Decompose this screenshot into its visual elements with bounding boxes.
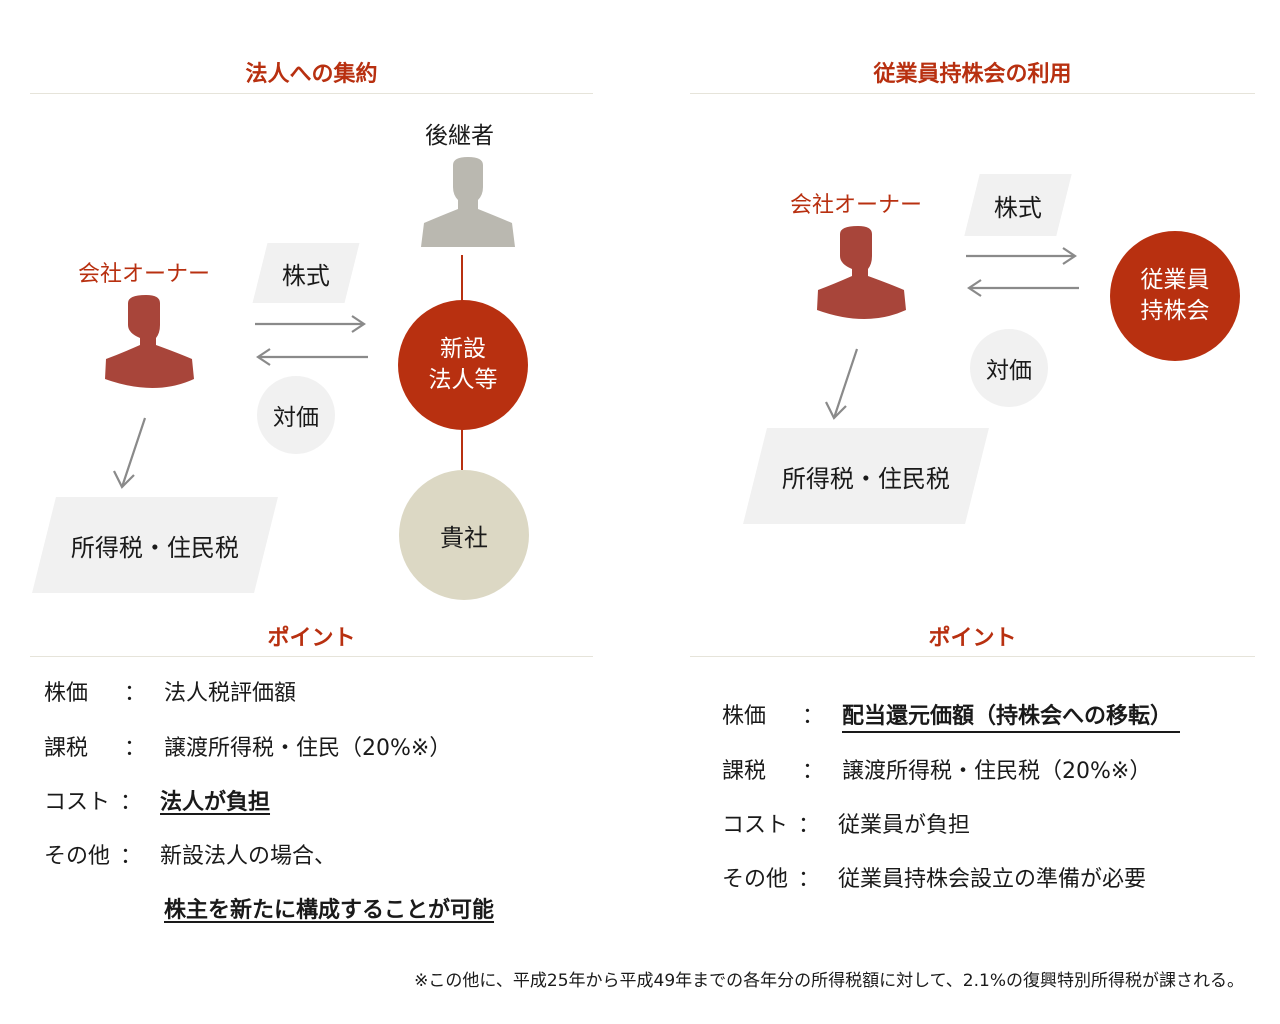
company-label: 貴社 — [440, 523, 488, 552]
point-value-emphasis: 法人が負担 — [160, 790, 271, 815]
arrow-left-icon — [967, 279, 1079, 297]
point-key: 課税 — [722, 759, 767, 784]
consideration-circle: 対価 — [257, 376, 335, 454]
shares-label: 株式 — [994, 193, 1042, 222]
point-value: 譲渡所得税・住民税（20%※） — [842, 759, 1152, 784]
consideration-label: 対価 — [986, 358, 1032, 384]
point-key: コスト — [44, 790, 111, 815]
point-value-emphasis: 配当還元価額（持株会への移転） — [842, 698, 1181, 733]
point-value: 新設法人の場合、 — [160, 844, 337, 869]
point-key: その他 — [44, 844, 111, 869]
point-colon: ： — [120, 790, 143, 815]
company-circle: 貴社 — [399, 470, 529, 600]
owner-label: 会社オーナー — [78, 262, 211, 287]
left-panel-title: 法人への集約 — [245, 62, 378, 87]
owner-label: 会社オーナー — [790, 193, 923, 218]
point-colon: ： — [802, 759, 825, 784]
point-key: コスト — [722, 813, 789, 838]
connector-line-bottom — [461, 425, 463, 470]
point-value: 譲渡所得税・住民（20%※） — [164, 736, 452, 761]
tax-label: 所得税・住民税 — [782, 464, 950, 493]
tax-arrow-down-icon — [825, 348, 859, 420]
tax-box: 所得税・住民税 — [32, 497, 278, 593]
left-points-title: ポイント — [267, 626, 356, 651]
point-value: 従業員が負担 — [838, 813, 971, 838]
shares-label: 株式 — [282, 261, 330, 290]
arrow-left-icon — [256, 348, 368, 366]
point-key: 株価 — [722, 704, 767, 729]
employee-stock-association-circle: 従業員 持株会 — [1110, 231, 1240, 361]
point-key: 課税 — [44, 736, 89, 761]
point-colon: ： — [120, 844, 143, 869]
arrows-exchange — [966, 247, 1079, 297]
shares-box: 株式 — [252, 243, 360, 303]
point-colon: ： — [124, 681, 147, 706]
new-corporation-circle: 新設 法人等 — [398, 300, 528, 430]
left-title-divider — [30, 93, 593, 94]
point-colon: ： — [124, 736, 147, 761]
footnote: ※この他に、平成25年から平成49年までの各年分の所得税額に対して、2.1%の復… — [414, 971, 1244, 991]
left-point-continuation: 株主を新たに構成することが可能 — [164, 898, 495, 923]
successor-person-icon — [421, 157, 515, 247]
point-value: 法人税評価額 — [164, 681, 297, 706]
point-colon: ： — [802, 704, 825, 729]
arrow-right-icon — [255, 315, 366, 333]
esop-label-line1: 従業員 — [1140, 266, 1210, 293]
point-colon: ： — [798, 867, 821, 892]
esop-label-line2: 持株会 — [1140, 298, 1210, 324]
point-colon: ： — [798, 813, 821, 838]
consideration-label: 対価 — [273, 405, 319, 431]
arrows-exchange — [255, 315, 368, 366]
connector-line-top — [461, 255, 463, 305]
tax-label: 所得税・住民税 — [71, 533, 239, 562]
right-points-title: ポイント — [928, 626, 1017, 651]
shares-box: 株式 — [964, 174, 1072, 236]
owner-person-icon — [817, 226, 906, 319]
right-panel-title: 従業員持株会の利用 — [873, 62, 1072, 87]
tax-arrow-down-icon — [113, 417, 147, 489]
successor-label: 後継者 — [425, 123, 494, 149]
point-key: その他 — [722, 867, 789, 892]
point-value: 従業員持株会設立の準備が必要 — [838, 867, 1147, 892]
right-points-divider — [690, 656, 1255, 657]
new-corporation-label-line1: 新設 — [440, 335, 486, 362]
owner-person-icon — [105, 295, 194, 388]
tax-box: 所得税・住民税 — [743, 428, 989, 524]
arrow-right-icon — [966, 247, 1077, 265]
left-points-divider — [30, 656, 593, 657]
new-corporation-label-line2: 法人等 — [428, 367, 498, 393]
point-key: 株価 — [44, 681, 89, 706]
consideration-circle: 対価 — [970, 329, 1048, 407]
right-title-divider — [690, 93, 1255, 94]
